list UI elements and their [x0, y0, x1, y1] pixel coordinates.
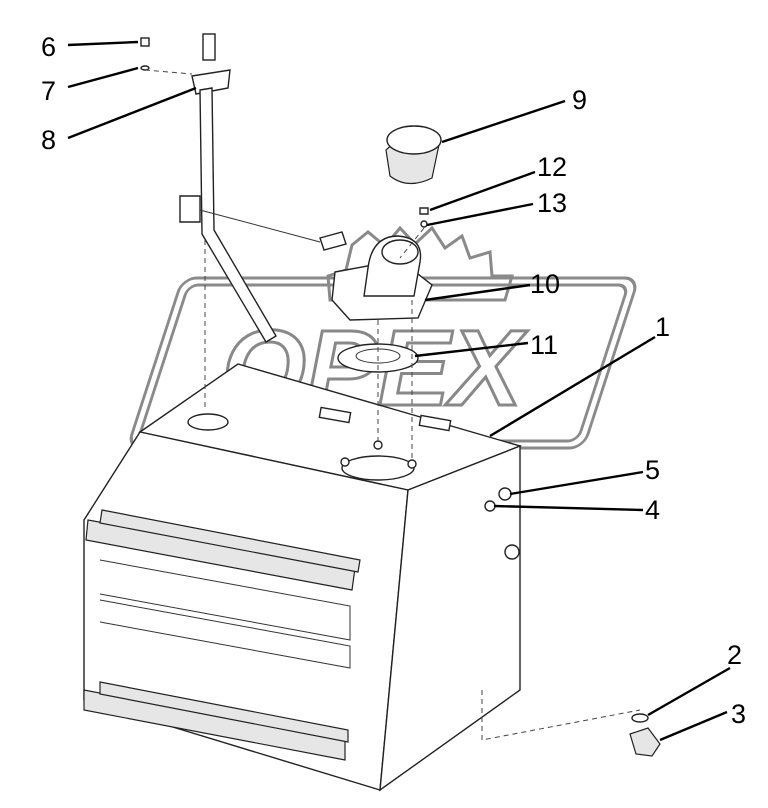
leader-3: [659, 710, 728, 742]
dash-line: [399, 227, 425, 259]
leader-lines: [67, 40, 731, 742]
leader-1: [489, 335, 656, 438]
callout-3: 3: [731, 699, 746, 729]
sender-connector: [202, 33, 216, 61]
callout-7: 7: [41, 76, 56, 106]
watermark-gear: [326, 225, 514, 302]
sender-bracket: [179, 195, 201, 223]
callout-1: 1: [655, 312, 670, 342]
fitting-4: [484, 500, 496, 512]
tank-bolt: [373, 440, 383, 450]
leader-7: [67, 66, 139, 89]
leader-13: [426, 202, 534, 227]
leader-9: [441, 99, 566, 144]
small-washer-13: [420, 220, 428, 228]
leader-12: [429, 170, 536, 212]
dash-line: [144, 69, 193, 75]
callout-10: 10: [530, 269, 560, 299]
tank-bracket-2: [418, 414, 452, 432]
callout-5: 5: [645, 455, 660, 485]
tank-recess: [99, 559, 351, 669]
drain-plug-3: [629, 727, 661, 757]
leader-10: [424, 283, 531, 302]
leader-11: [414, 341, 529, 358]
screw-6: [140, 37, 150, 47]
leader-8: [67, 86, 197, 140]
tank-drain-port: [504, 544, 520, 560]
filter-top: [386, 125, 442, 155]
tank-bolt: [340, 457, 350, 467]
tank-rib-lower-2: [99, 681, 349, 743]
drain-parts: [419, 207, 661, 757]
o-ring-2: [631, 713, 649, 723]
tank-bracket-1: [318, 406, 352, 424]
sender-tube: [199, 87, 277, 343]
tank-side: [379, 444, 521, 792]
callout-11: 11: [530, 330, 558, 360]
callout-6: 6: [41, 32, 56, 62]
callout-13: 13: [537, 188, 567, 218]
callout-9: 9: [572, 85, 587, 115]
assembly-lines: [144, 69, 641, 741]
filler-neck-opening: [381, 239, 419, 265]
fuel-tank: [83, 363, 523, 792]
washer-7: [140, 65, 150, 71]
callout-4: 4: [645, 495, 660, 525]
tank-neck-plate: [341, 455, 415, 481]
small-screw-12: [419, 207, 429, 215]
level-sender: [140, 33, 347, 343]
leader-6: [67, 40, 139, 47]
callout-8: 8: [41, 125, 56, 155]
leader-2: [647, 666, 731, 717]
filter-cap: [385, 125, 442, 185]
sender-float-arm: [199, 209, 321, 243]
callout-12: 12: [537, 152, 567, 182]
dash-line: [481, 690, 641, 741]
callouts: 1 2 3 4 5 6 7 8 9 10 11 12 13: [41, 32, 746, 729]
callout-2: 2: [727, 640, 742, 670]
tank-bolt: [407, 459, 417, 469]
tank-rib-upper-2: [99, 509, 361, 573]
tank-sender-port: [187, 413, 229, 431]
fitting-5: [498, 487, 512, 501]
leader-4: [493, 504, 644, 512]
leader-5: [509, 470, 644, 496]
sender-float: [319, 231, 347, 251]
